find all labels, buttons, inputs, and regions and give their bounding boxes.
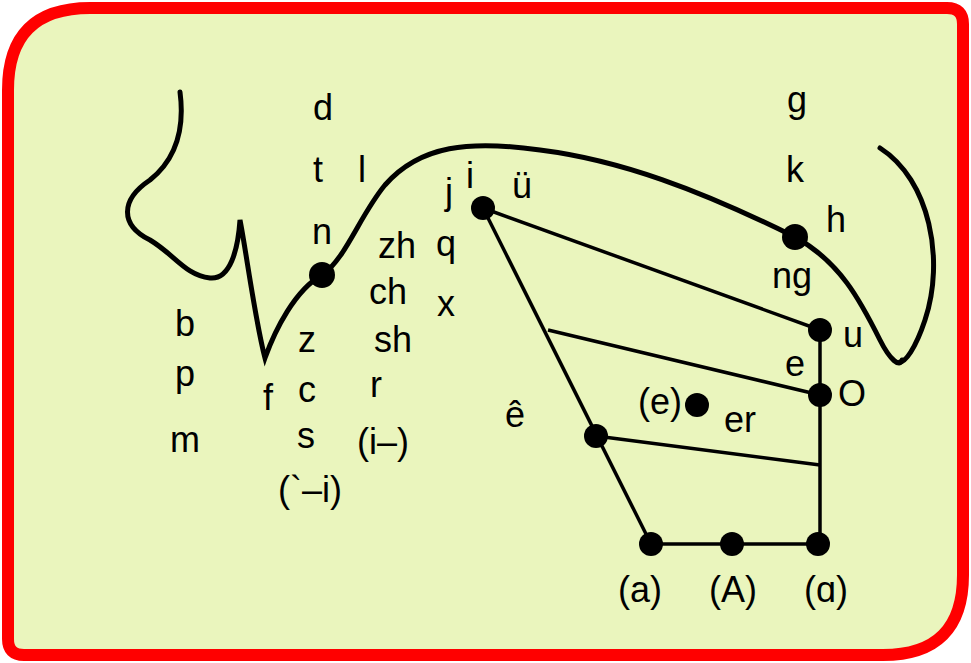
phonetic-label: O <box>838 376 866 412</box>
phonetic-label: z <box>298 322 316 358</box>
phonetic-label: e <box>785 346 805 382</box>
phonetic-label: k <box>786 152 804 188</box>
pharynx-wall <box>880 148 934 362</box>
mouth-profile <box>128 92 903 363</box>
phonetic-label: (e) <box>638 384 682 420</box>
dot <box>309 262 335 288</box>
phonetic-label: b <box>175 306 195 342</box>
phonetic-label: x <box>437 286 455 322</box>
phonetic-label: zh <box>378 228 416 264</box>
chart-line <box>596 436 820 465</box>
phonetic-label: s <box>297 418 315 454</box>
phonetic-label: (i–) <box>357 424 409 460</box>
phonetic-label: (`–i) <box>278 472 342 508</box>
phonetic-label: m <box>170 422 200 458</box>
phonetic-label: (ɑ) <box>804 572 848 608</box>
phonetic-label: c <box>298 372 316 408</box>
phonetic-label: p <box>175 356 195 392</box>
phonetic-label: ng <box>772 258 812 294</box>
dot <box>471 196 495 220</box>
dot <box>808 383 832 407</box>
phonetic-label: d <box>313 90 333 126</box>
phonetic-label: er <box>724 402 756 438</box>
dot <box>685 393 709 417</box>
phonetic-label: t <box>313 152 323 188</box>
phonetic-label: (A) <box>709 572 757 608</box>
phonetic-label: g <box>787 82 807 118</box>
dot <box>720 532 744 556</box>
dot <box>806 532 830 556</box>
phonetic-label: h <box>826 202 846 238</box>
chart-line <box>818 330 822 544</box>
articulation-dots <box>309 196 832 556</box>
chart-line <box>483 208 651 544</box>
dot <box>808 318 832 342</box>
frame <box>8 8 963 655</box>
phonetic-label: ch <box>369 274 407 310</box>
phonetic-label: sh <box>374 322 412 358</box>
phonetic-label: (a) <box>618 572 662 608</box>
phonetic-label: j <box>445 174 453 210</box>
phonetic-label: q <box>436 226 456 262</box>
chart-line <box>548 330 820 395</box>
phonetic-label: r <box>370 367 382 403</box>
dot <box>584 424 608 448</box>
phonetic-label: i <box>466 158 474 194</box>
dot <box>782 224 808 250</box>
phonetic-label: ê <box>505 397 525 433</box>
dot <box>639 532 663 556</box>
phonetic-label: ü <box>512 168 532 204</box>
phonetic-label: f <box>263 380 273 416</box>
phonetic-label: l <box>358 152 366 188</box>
phonetic-label: u <box>843 317 863 353</box>
vowel-chart-lines <box>483 208 820 544</box>
phonetic-label: n <box>312 214 332 250</box>
